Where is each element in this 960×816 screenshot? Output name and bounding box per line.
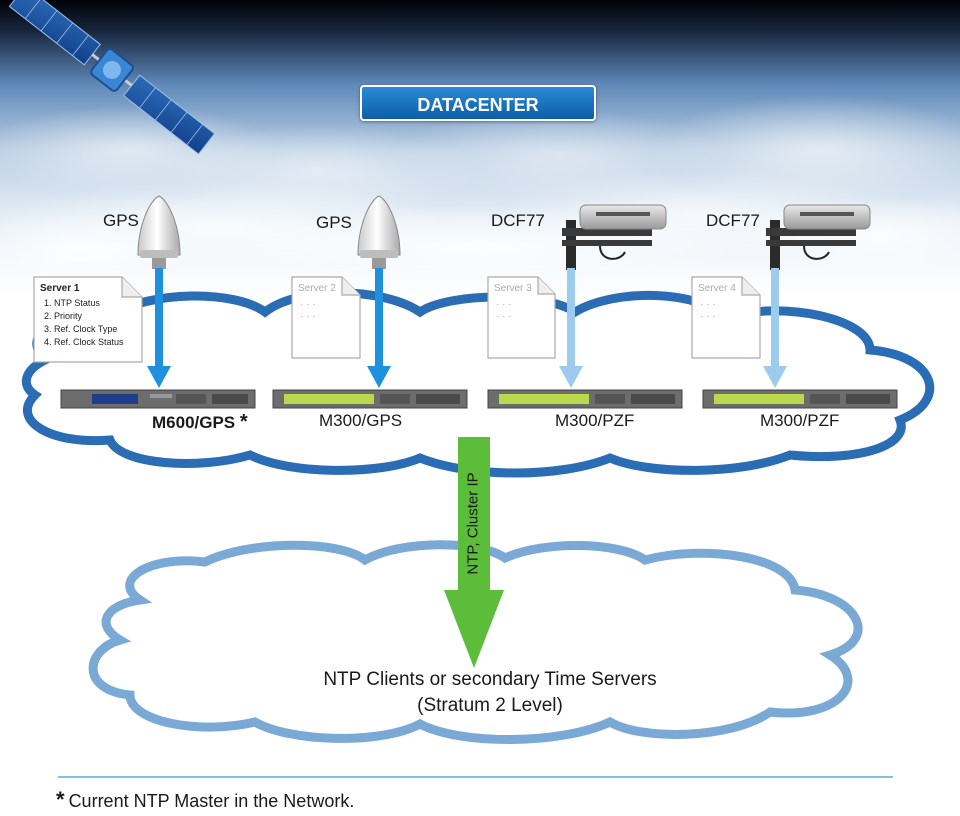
server-1-item: Ref. Clock Status [54, 336, 124, 349]
server-3-title: Server 3 [494, 283, 532, 294]
server-1-list: NTP Status Priority Ref. Clock Type Ref.… [40, 297, 124, 349]
server-2-card: Server 2 · · · · · · [292, 277, 366, 361]
gps-antenna-icon [137, 195, 181, 269]
device-m300-gps [272, 389, 468, 409]
gps-signal-arrow [147, 268, 171, 388]
server-4-title: Server 4 [698, 283, 736, 294]
master-marker: * [239, 411, 248, 433]
device-label-m600-text: M600/GPS [152, 413, 236, 432]
gps-signal-arrow [367, 268, 391, 388]
clients-line-2: (Stratum 2 Level) [417, 695, 563, 716]
gps-antenna-icon [357, 195, 401, 269]
satellite-icon [8, 0, 216, 155]
server-1-item: NTP Status [54, 297, 124, 310]
ntp-cluster-arrow [444, 437, 504, 668]
server-2-placeholder: · · · · · · [300, 299, 316, 322]
device-m300-pzf [702, 389, 898, 409]
server-document-shape [691, 276, 761, 359]
dcf77-signal-arrow [763, 268, 787, 388]
dcf77-antenna-icon [562, 204, 667, 270]
dcf77-antenna-icon [766, 204, 871, 270]
server-1-title: Server 1 [40, 283, 80, 294]
server-3-placeholder: · · · · · · [496, 299, 512, 322]
footnote: *Current NTP Master in the Network. [56, 787, 354, 813]
device-label-m300-pzf-2: M300/PZF [760, 411, 840, 430]
clients-line-1: NTP Clients or secondary Time Servers [323, 669, 657, 690]
datacenter-title: DATACENTER [417, 95, 539, 115]
server-document-shape [487, 276, 556, 359]
footnote-marker: * [56, 787, 65, 812]
sky-clouds [0, 95, 960, 285]
server-2-title: Server 2 [298, 283, 336, 294]
device-m300-pzf [487, 389, 683, 409]
device-label-m600: M600/GPS * [152, 411, 248, 434]
datacenter-title-box: DATACENTER [360, 85, 596, 121]
ntp-cluster-label: NTP, Cluster IP [464, 472, 482, 575]
server-1-card: Server 1 NTP Status Priority Ref. Clock … [34, 277, 142, 362]
device-label-m300-pzf-1: M300/PZF [555, 411, 635, 430]
antenna-label-gps-1: GPS [103, 211, 139, 230]
server-1-item: Priority [54, 310, 124, 323]
device-label-m300-gps: M300/GPS [319, 411, 403, 430]
server-document-shape [291, 276, 361, 359]
server-4-card: Server 4 · · · · · · [692, 277, 766, 361]
device-m600-gps [60, 389, 256, 409]
footnote-text: Current NTP Master in the Network. [68, 791, 355, 811]
server-1-item: Ref. Clock Type [54, 323, 124, 336]
server-document-shape [33, 276, 143, 363]
antenna-label-dcf77-1: DCF77 [491, 211, 545, 230]
antenna-label-gps-2: GPS [316, 213, 352, 232]
dcf77-signal-arrow [559, 268, 583, 388]
server-4-placeholder: · · · · · · [700, 299, 716, 322]
antenna-label-dcf77-2: DCF77 [706, 211, 760, 230]
server-3-card: Server 3 · · · · · · [488, 277, 562, 361]
